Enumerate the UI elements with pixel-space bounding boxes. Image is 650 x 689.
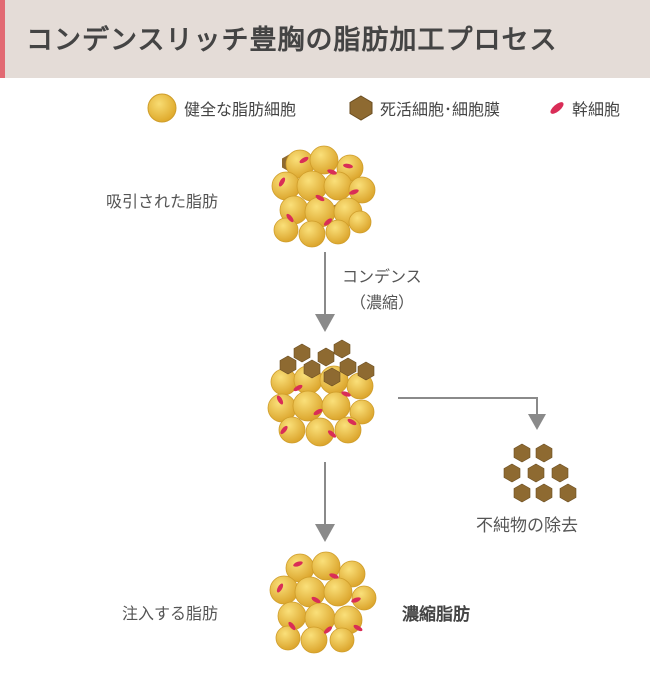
- fat-cells: [271, 145, 376, 248]
- arrowhead-3: [528, 414, 546, 430]
- label-injected-fat: 注入する脂肪: [122, 604, 219, 623]
- legend-label: 健全な脂肪細胞: [184, 100, 297, 119]
- legend-item-healthy-fat: 健全な脂肪細胞: [146, 92, 296, 124]
- legend-item-dead-cell: 死活細胞･細胞膜: [348, 92, 500, 124]
- title-accent: [0, 0, 5, 78]
- label-condense: コンデンス: [342, 267, 422, 286]
- condensed-fat-cluster: [267, 339, 375, 447]
- dead-cells: [279, 339, 375, 387]
- removed-impurities: [503, 443, 577, 503]
- stem-cells: [276, 561, 363, 634]
- fat-cells: [267, 365, 375, 447]
- arrowhead-2: [315, 524, 335, 542]
- arrowhead-1: [315, 314, 335, 332]
- dead-cell-icon: [349, 95, 373, 121]
- label-impurity-removal: 不純物の除去: [476, 516, 578, 536]
- arrow-right: [398, 397, 538, 418]
- aspirated-fat-cluster: [271, 145, 376, 248]
- label-concentrated-fat: 濃縮脂肪: [402, 605, 470, 625]
- legend-label: 幹細胞: [572, 100, 621, 119]
- fat-cells: [269, 551, 377, 654]
- legend: 健全な脂肪細胞 死活細胞･細胞膜 幹細胞: [0, 92, 650, 124]
- stem-cells: [278, 156, 359, 226]
- label-condense-sub: （濃縮）: [350, 293, 415, 312]
- fat-cell-icon: [147, 93, 177, 123]
- legend-item-stem-cell: 幹細胞: [548, 92, 620, 124]
- title-bar: コンデンスリッチ豊胸の脂肪加工プロセス: [0, 0, 650, 78]
- page-title: コンデンスリッチ豊胸の脂肪加工プロセス: [26, 25, 558, 56]
- concentrated-fat-cluster: [269, 551, 377, 654]
- label-aspirated-fat: 吸引された脂肪: [106, 192, 219, 211]
- stem-cells: [276, 384, 357, 438]
- stem-cell-icon: [550, 102, 564, 114]
- dead-cells: [503, 443, 577, 503]
- legend-label: 死活細胞･細胞膜: [380, 100, 501, 119]
